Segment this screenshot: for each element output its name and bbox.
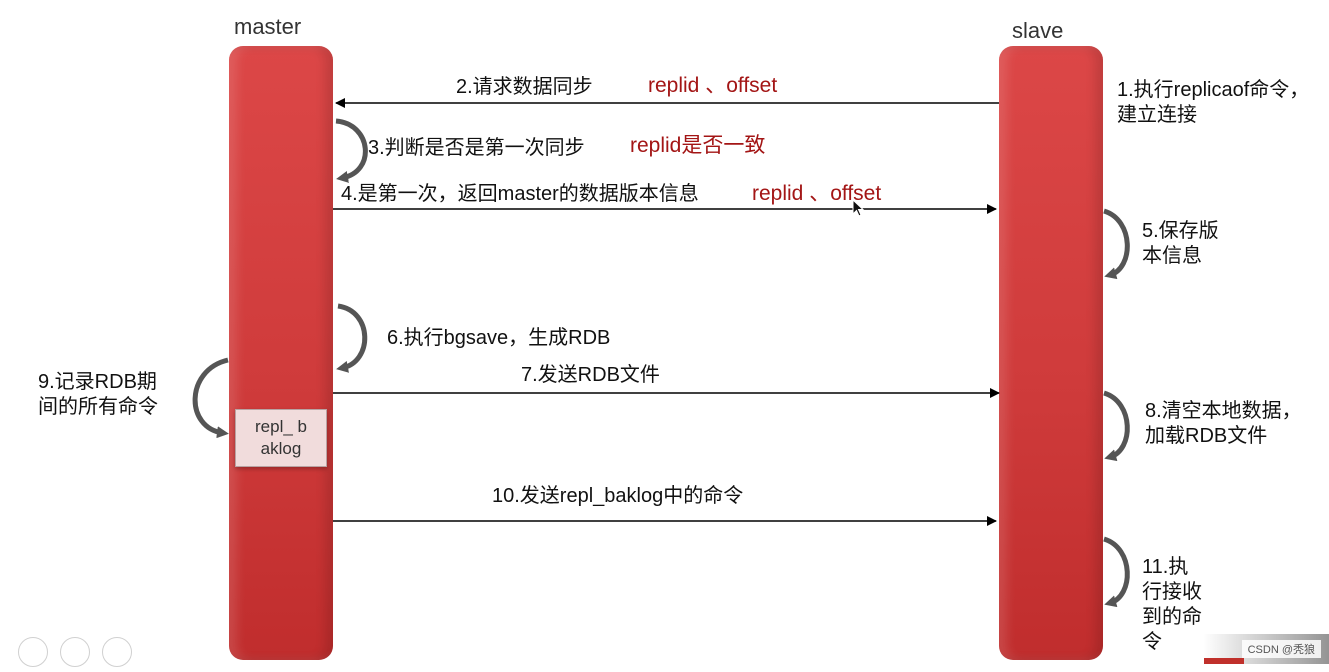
step-6-label: 6.执行bgsave，生成RDB [387,327,611,349]
loop-arrow-execute-commands [1103,536,1130,608]
step-4-note: replid 、offset [752,182,882,205]
repl-baklog-label: repl_ baklog [255,417,307,458]
loop-arrow-save-version [1103,208,1130,280]
control-circle-icon [102,637,132,667]
step-8-label: 8.清空本地数据，加载RDB文件 [1145,400,1302,447]
step-11-label: 11.执行接收到的命令 [1142,556,1202,653]
step-5-label: 5.保存版本信息 [1142,220,1219,267]
player-controls [18,637,144,672]
loop-arrow-record-commands [192,357,229,439]
watermark-accent [1204,658,1244,664]
step-9-label: 9.记录RDB期间的所有命令 [38,371,158,418]
step-2-note: replid 、offset [648,74,778,97]
loop-arrow-bgsave [336,303,368,373]
step-7-label: 7.发送RDB文件 [521,364,660,386]
mouse-cursor-icon [852,199,865,217]
master-lifeline [229,46,333,660]
loop-arrow-load-rdb [1103,390,1130,462]
loop-arrow-check-first-sync [335,118,368,183]
step-4-label: 4.是第一次，返回master的数据版本信息 [341,183,699,205]
csdn-watermark: CSDN @秃狼 [1241,640,1321,658]
step-1-label: 1.执行replicaof命令，建立连接 [1117,79,1310,126]
repl-baklog-box: repl_ baklog [235,409,327,467]
step-2-label: 2.请求数据同步 [456,76,593,98]
step-3-note: replid是否一致 [630,134,766,157]
control-circle-icon [18,637,48,667]
slave-lifeline [999,46,1103,660]
slave-label: slave [1012,18,1064,43]
control-circle-icon [60,637,90,667]
master-label: master [234,14,302,39]
step-3-label: 3.判断是否是第一次同步 [368,137,585,159]
step-10-label: 10.发送repl_baklog中的命令 [492,485,744,507]
